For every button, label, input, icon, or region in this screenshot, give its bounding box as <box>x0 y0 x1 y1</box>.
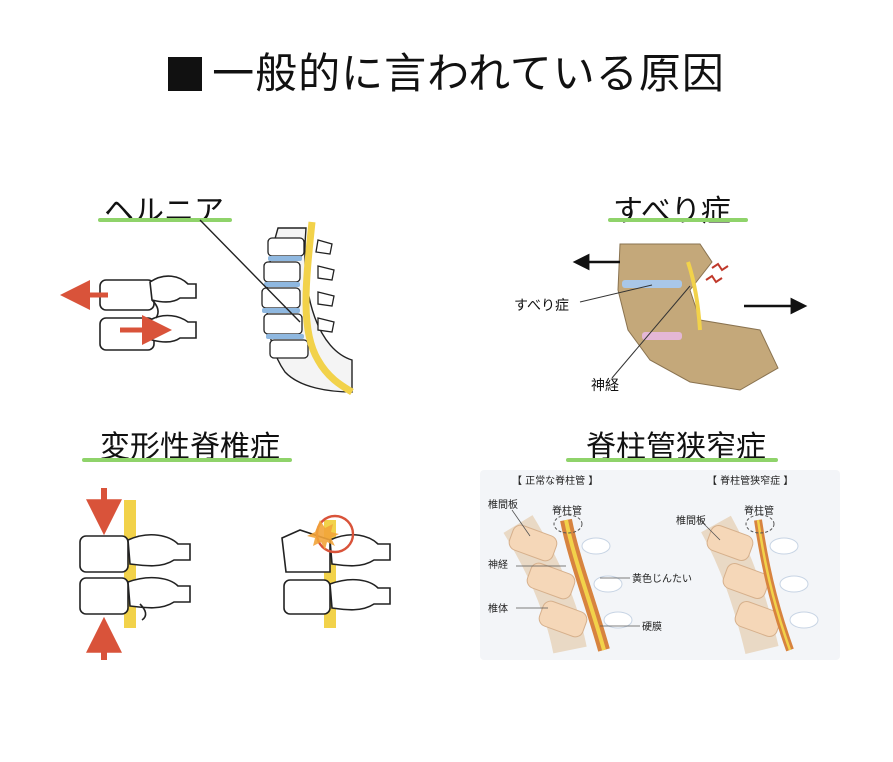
hernia-vertebrae-illustration <box>99 275 197 351</box>
spondylolisthesis-illustration <box>572 243 808 391</box>
hernia-spine-illustration <box>199 219 354 396</box>
label-canal-right: 脊柱管 <box>744 504 774 517</box>
label-dura-left: 硬膜 <box>642 621 662 633</box>
spondylosis-left-illustration <box>79 488 191 660</box>
square-bullet-icon <box>168 57 203 91</box>
stenosis-caption: 【 脊柱管狭窄症 】 <box>707 474 793 487</box>
hernia-underline <box>98 218 232 222</box>
stenosis-labels: 【 正常な脊柱管 】 【 脊柱管狭窄症 】 椎間板 脊柱管 神経 黄色じんたい … <box>488 474 793 633</box>
label-canal-left: 脊柱管 <box>552 504 582 517</box>
slip-annotation: すべり症 <box>514 298 569 314</box>
spondylosis-right-illustration <box>281 514 391 628</box>
nerve-annotation: 神経 <box>591 378 619 394</box>
stenosis-underline <box>566 458 778 462</box>
page-title-text: 一般的に言われている原因 <box>212 49 725 98</box>
spondylolisthesis-underline <box>608 218 748 222</box>
label-disc-right: 椎間板 <box>676 514 706 527</box>
normal-caption: 【 正常な脊柱管 】 <box>512 474 598 487</box>
hernia-arrows <box>60 280 172 345</box>
spondylolisthesis-label: すべり症 <box>613 194 731 229</box>
label-nerve-left: 神経 <box>488 558 508 571</box>
label-disc-left: 椎間板 <box>488 498 518 511</box>
spondylosis-underline <box>82 458 292 462</box>
label-ligament-left: 黄色じんたい <box>632 572 692 585</box>
page-title: 一般的に言われている原因 <box>0 40 893 101</box>
stenosis-illustration <box>480 470 840 660</box>
label-body-left: 椎体 <box>488 602 508 615</box>
